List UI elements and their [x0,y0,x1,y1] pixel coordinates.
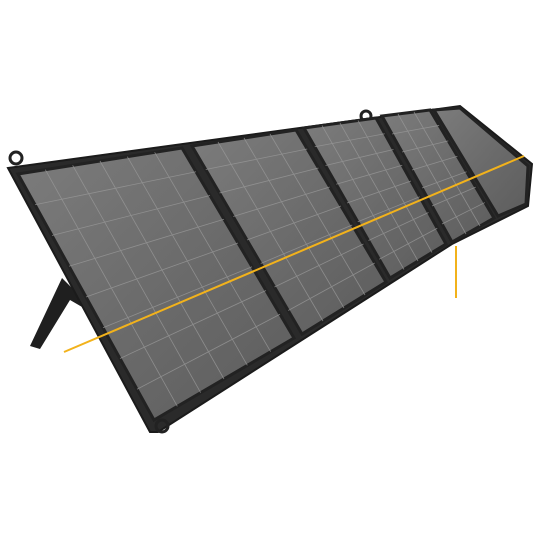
cell-divider [85,242,239,298]
cell-divider [233,186,330,217]
cell-divider [346,180,412,204]
mounting-loop-bottom [154,418,170,434]
cell-divider [219,167,319,194]
cell-divider [357,196,420,223]
cell-divider [274,243,364,288]
cell-divider [34,171,197,206]
mounting-loop-left [8,150,24,166]
cell-divider [411,155,458,171]
cell-divider [260,224,353,264]
cell-divider [102,266,253,329]
cell-divider [314,133,385,148]
cell-grid [34,111,486,407]
cell-divider [397,113,467,235]
kickstand [30,278,112,349]
cell-divider [288,262,375,311]
measurement-line [63,155,525,353]
cell-divider [379,227,438,260]
cell-divider [368,212,429,241]
cell-divider [51,195,211,236]
cell-divider [391,125,440,135]
cell-divider [421,171,467,189]
cell-divider [136,313,281,390]
panel-5 [431,106,530,218]
cell-divider [401,140,449,153]
cell-divider [68,218,225,267]
cell-divider [441,202,486,225]
cell-divider [336,164,403,185]
cell-divider [325,149,394,166]
cell-divider [246,205,342,241]
cell-divider [119,290,267,359]
cell-divider [413,111,481,227]
cell-divider [205,148,308,170]
panel-3 [301,116,449,281]
cell-divider [431,186,476,207]
